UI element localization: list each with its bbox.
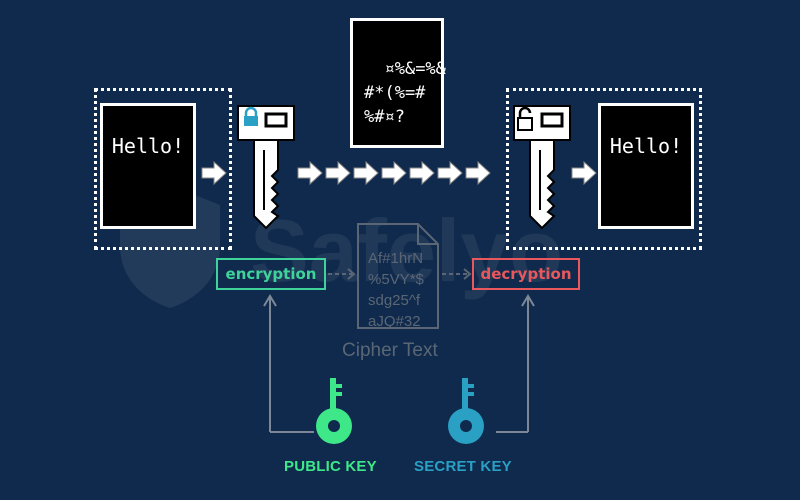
public-key-icon [316, 378, 352, 444]
cipher-file-text: Af#1hrN %5VY*$ sdg25^f aJQ#32 [368, 250, 424, 330]
plaintext-frame-right [506, 88, 702, 250]
cipher-file-icon [357, 223, 439, 329]
plaintext-left-text: Hello! [111, 134, 185, 158]
dashed-arrow-icon [328, 268, 356, 280]
public-key-connector [263, 294, 314, 433]
decryption-key-icon [513, 105, 571, 230]
secret-key-label: SECRET KEY [414, 458, 512, 475]
plaintext-right-text: Hello! [609, 134, 683, 158]
ciphertext-document: ¤%&=%& #*(%=# %#¤? [350, 18, 446, 148]
plaintext-document-left: Hello! [100, 103, 196, 229]
arrow-icon [201, 160, 227, 186]
arrow-chain-icon [297, 160, 491, 186]
decryption-label-text: decryption [480, 265, 572, 283]
plaintext-frame-left [94, 88, 232, 250]
secret-key-icon [448, 378, 484, 444]
secret-key-connector [496, 294, 535, 433]
encryption-label: encryption [216, 258, 326, 290]
encryption-label-text: encryption [225, 265, 317, 283]
plaintext-document-right: Hello! [598, 103, 694, 229]
ciphertext-document-text: ¤%&=%& #*(%=# %#¤? [364, 59, 446, 127]
encryption-key-icon [237, 105, 295, 230]
dashed-arrow-icon [442, 268, 472, 280]
cipher-text-caption: Cipher Text [342, 340, 438, 361]
arrow-icon [571, 160, 597, 186]
decryption-label: decryption [472, 258, 580, 290]
watermark-text: Safelyo [250, 201, 564, 300]
public-key-label: PUBLIC KEY [284, 458, 377, 475]
